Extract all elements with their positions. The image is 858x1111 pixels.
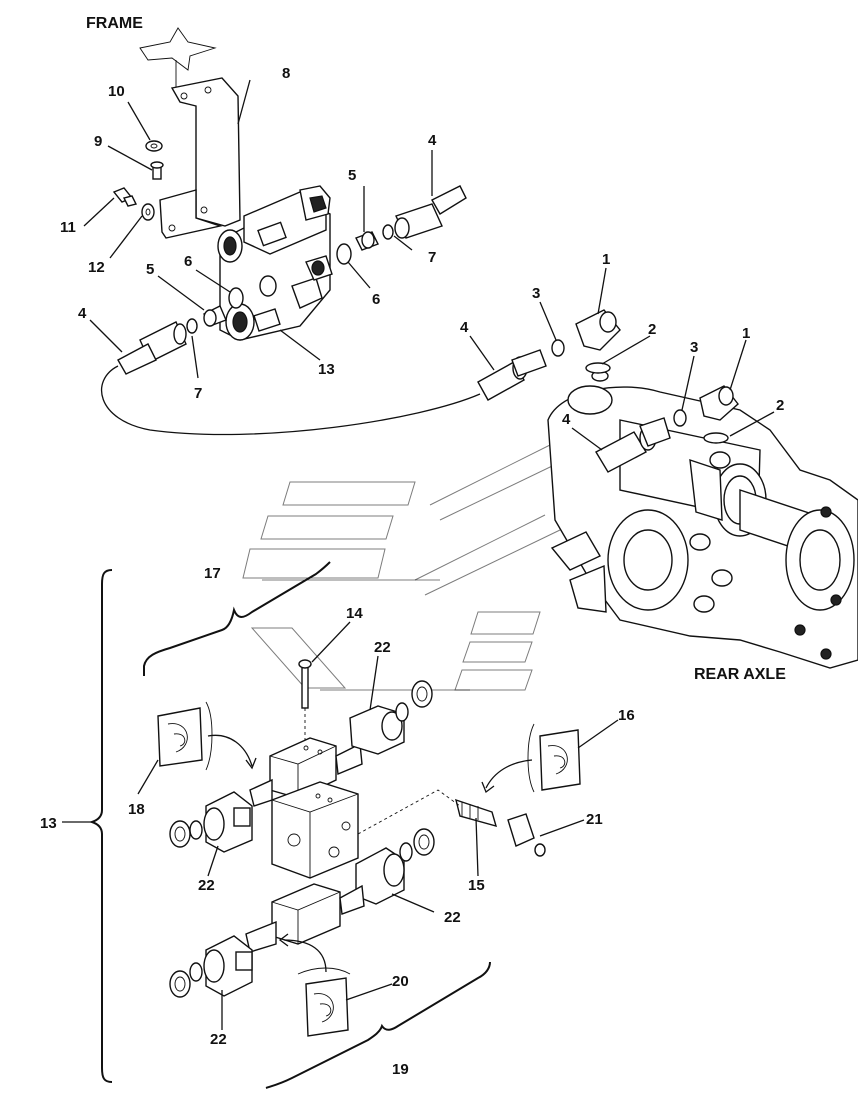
valve-body-center xyxy=(271,781,359,879)
valve-assembly-13 xyxy=(217,185,333,341)
callout-12: 12 xyxy=(88,259,105,276)
brace-13 xyxy=(88,569,113,1083)
oring-part-7-upper xyxy=(382,224,394,240)
fitting-part-5-lower xyxy=(203,305,227,327)
callout-4-top: 4 xyxy=(428,132,437,149)
oring-part-3-right xyxy=(673,409,687,427)
callout-4-left: 4 xyxy=(78,305,87,322)
check-valve-guide-line xyxy=(357,789,461,835)
callout-20: 20 xyxy=(392,973,409,990)
callout-8: 8 xyxy=(282,65,290,82)
callout-7-left: 7 xyxy=(194,385,202,402)
solenoid-part-22-upper-left xyxy=(169,791,253,853)
leader-lines xyxy=(62,79,775,1030)
callout-13-brace: 13 xyxy=(40,815,57,832)
callout-18: 18 xyxy=(128,801,145,818)
solenoid-part-22-lower xyxy=(169,935,253,998)
callout-16: 16 xyxy=(618,707,635,724)
oring-part-2-right xyxy=(703,432,729,444)
quick-coupler-part-4-left xyxy=(117,321,187,375)
callout-13-top: 13 xyxy=(318,361,335,378)
bracket-part-8 xyxy=(159,77,241,239)
manual-icon-18 xyxy=(157,701,257,771)
frame-mount xyxy=(139,27,217,90)
quick-coupler-part-4-axle xyxy=(595,417,671,473)
callout-1-right: 1 xyxy=(742,325,750,342)
callout-2-right: 2 xyxy=(776,397,784,414)
oring-part-3-left xyxy=(551,339,565,357)
fitting-part-5-upper xyxy=(355,231,379,251)
bolt-part-14 xyxy=(298,659,312,709)
callout-14: 14 xyxy=(346,605,363,622)
callout-22-left: 22 xyxy=(198,877,215,894)
callout-10: 10 xyxy=(108,83,125,100)
washer-part-12 xyxy=(141,203,155,221)
manual-icon-16 xyxy=(481,723,581,794)
callout-3-right: 3 xyxy=(690,339,698,356)
solenoid-part-22-upper-right xyxy=(355,828,435,905)
rear-axle-title: REAR AXLE xyxy=(694,666,786,683)
check-valve-part-15 xyxy=(455,798,498,828)
brace-17 xyxy=(143,561,331,676)
oring-part-6-lower xyxy=(228,287,244,309)
callout-5-left: 5 xyxy=(146,261,154,278)
valve-body-bottom xyxy=(245,883,365,953)
bolt-part-11 xyxy=(112,187,138,207)
callout-21: 21 xyxy=(586,811,603,828)
callout-22-top: 22 xyxy=(374,639,391,656)
callout-15: 15 xyxy=(468,877,485,894)
frame-title: FRAME xyxy=(86,15,143,32)
watermark-logo xyxy=(242,439,576,691)
oring-part-2-left xyxy=(585,362,611,374)
callout-4-axle: 4 xyxy=(562,411,571,428)
manual-icon-20 xyxy=(278,933,351,1037)
quick-coupler-part-4-upper xyxy=(394,185,467,239)
rear-axle-housing xyxy=(547,370,858,669)
elbow-fitting-part-1-right xyxy=(699,385,739,421)
brace-19 xyxy=(265,961,491,1089)
valve-body-top xyxy=(249,680,433,807)
screw-part-9 xyxy=(150,161,164,180)
callout-2-left: 2 xyxy=(648,321,656,338)
callout-4-middle: 4 xyxy=(460,319,469,336)
callout-19: 19 xyxy=(392,1061,409,1078)
callout-6-left: 6 xyxy=(184,253,192,270)
callout-17: 17 xyxy=(204,565,221,582)
callout-1-left: 1 xyxy=(602,251,610,268)
hydraulic-hose xyxy=(101,365,481,436)
callout-11: 11 xyxy=(60,219,76,236)
callout-5-top: 5 xyxy=(348,167,356,184)
callout-7-top: 7 xyxy=(428,249,436,266)
oring-part-6-upper xyxy=(336,243,352,265)
callout-22-right: 22 xyxy=(444,909,461,926)
quick-coupler-part-4-middle xyxy=(477,349,547,401)
callout-22-bottom: 22 xyxy=(210,1031,227,1048)
washer-part-10 xyxy=(145,140,163,152)
oring-part-7-lower xyxy=(186,318,198,334)
callout-3-left: 3 xyxy=(532,285,540,302)
elbow-fitting-part-1-left xyxy=(575,309,621,351)
connector-part-21 xyxy=(507,813,546,857)
callout-6-right: 6 xyxy=(372,291,380,308)
callout-9: 9 xyxy=(94,133,102,150)
